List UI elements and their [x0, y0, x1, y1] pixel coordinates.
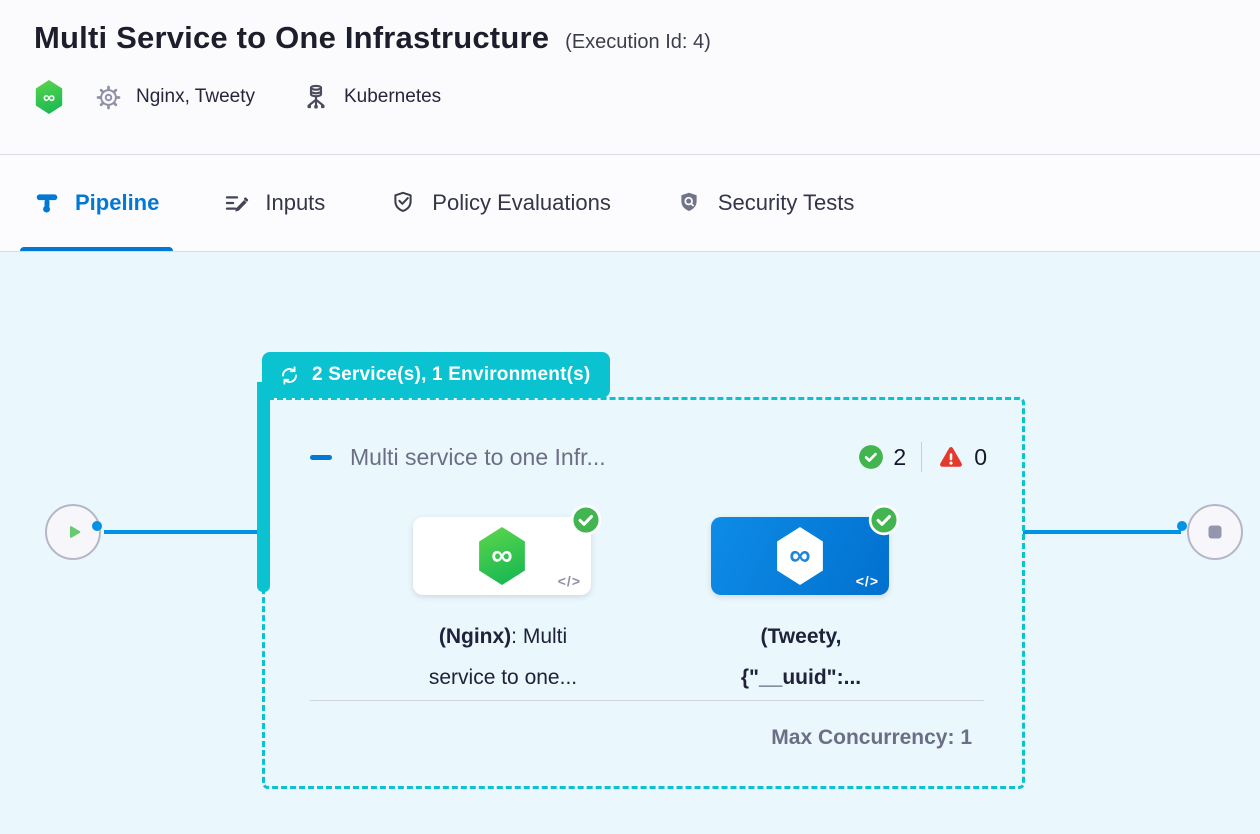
edge-stage-to-end: [1023, 530, 1181, 534]
pipeline-end-node[interactable]: [1187, 504, 1243, 560]
tab-security-tests[interactable]: Security Tests: [661, 155, 869, 251]
stage-status-counts: 2 0: [858, 442, 987, 472]
security-shield-icon: [675, 189, 703, 217]
page-title: Multi Service to One Infrastructure: [34, 20, 550, 55]
infrastructure-icon: [301, 82, 331, 112]
node-success-badge-icon: [570, 504, 602, 536]
edge-start-to-stage: [104, 530, 263, 534]
label-rest: service to one...: [428, 666, 578, 689]
label-strong: {"__uuid":...: [740, 666, 862, 689]
policy-shield-icon: [389, 189, 417, 217]
node-success-badge-icon: [868, 504, 900, 536]
harness-logo-icon: ∞: [35, 80, 63, 114]
start-node-port: [92, 521, 102, 531]
service-node-label: (Nginx): Multi service to one...: [363, 616, 643, 698]
success-check-icon: [858, 444, 884, 470]
warning-triangle-icon: [937, 443, 965, 471]
harness-service-icon: ∞: [777, 527, 823, 585]
stage-footer-divider: [310, 700, 984, 701]
stage-group-name[interactable]: Multi service to one Infr...: [350, 443, 606, 470]
label-strong: (Nginx): [438, 625, 512, 648]
services-label: Nginx, Tweety: [136, 86, 255, 107]
tab-pipeline-label: Pipeline: [75, 190, 160, 215]
collapse-minus-icon[interactable]: [310, 454, 332, 460]
inputs-icon: [223, 190, 250, 217]
stage-badge-label: 2 Service(s), 1 Environment(s): [312, 364, 591, 385]
code-icon: </>: [855, 573, 879, 589]
stage-matrix-badge[interactable]: 2 Service(s), 1 Environment(s): [262, 352, 611, 398]
stage-selection-strip: [257, 382, 270, 592]
service-node-nginx[interactable]: ∞ </>: [413, 504, 602, 595]
tab-inputs[interactable]: Inputs: [209, 155, 339, 251]
end-node-port: [1177, 521, 1187, 531]
stage-group-box[interactable]: Multi service to one Infr... 2: [262, 397, 1025, 789]
max-concurrency-label: Max Concurrency: 1: [771, 726, 972, 749]
pipeline-meta-row: ∞ Nginx, Tweety Kub: [34, 80, 1226, 114]
gear-icon: [94, 83, 123, 112]
tab-policy-evaluations-label: Policy Evaluations: [432, 190, 611, 215]
stop-icon: [1203, 520, 1227, 544]
label-rest: : Multi: [511, 625, 568, 648]
service-node-tweety[interactable]: ∞ </>: [711, 504, 900, 595]
service-node-label: (Tweety, {"__uuid":...: [661, 616, 941, 698]
counts-divider: [921, 442, 923, 472]
failed-count: 0: [974, 443, 987, 470]
code-icon: </>: [557, 573, 581, 589]
success-count: 2: [893, 443, 907, 470]
harness-logo-glyph: ∞: [42, 87, 56, 107]
tab-inputs-label: Inputs: [265, 190, 326, 215]
title-row: Multi Service to One Infrastructure (Exe…: [34, 20, 1226, 56]
stage-group-header: Multi service to one Infr... 2: [310, 442, 987, 472]
tab-policy-evaluations[interactable]: Policy Evaluations: [375, 155, 625, 251]
harness-logo-glyph: ∞: [789, 539, 811, 572]
tab-pipeline[interactable]: Pipeline: [20, 155, 174, 251]
pipeline-start-node[interactable]: [45, 504, 101, 560]
execution-tabbar: Pipeline Inputs Policy Evaluations: [0, 155, 1260, 252]
page-header: Multi Service to One Infrastructure (Exe…: [0, 0, 1260, 155]
tab-security-tests-label: Security Tests: [717, 190, 855, 215]
play-icon: [60, 519, 86, 545]
infrastructure-label: Kubernetes: [343, 86, 442, 107]
execution-id: (Execution Id: 4): [565, 31, 711, 53]
harness-service-icon: ∞: [479, 527, 525, 585]
label-strong: (Tweety,: [760, 625, 842, 648]
loop-icon: [278, 364, 301, 387]
harness-logo-glyph: ∞: [491, 539, 513, 572]
pipeline-canvas[interactable]: 2 Service(s), 1 Environment(s) Multi ser…: [0, 252, 1260, 834]
pipeline-icon: [34, 190, 60, 216]
